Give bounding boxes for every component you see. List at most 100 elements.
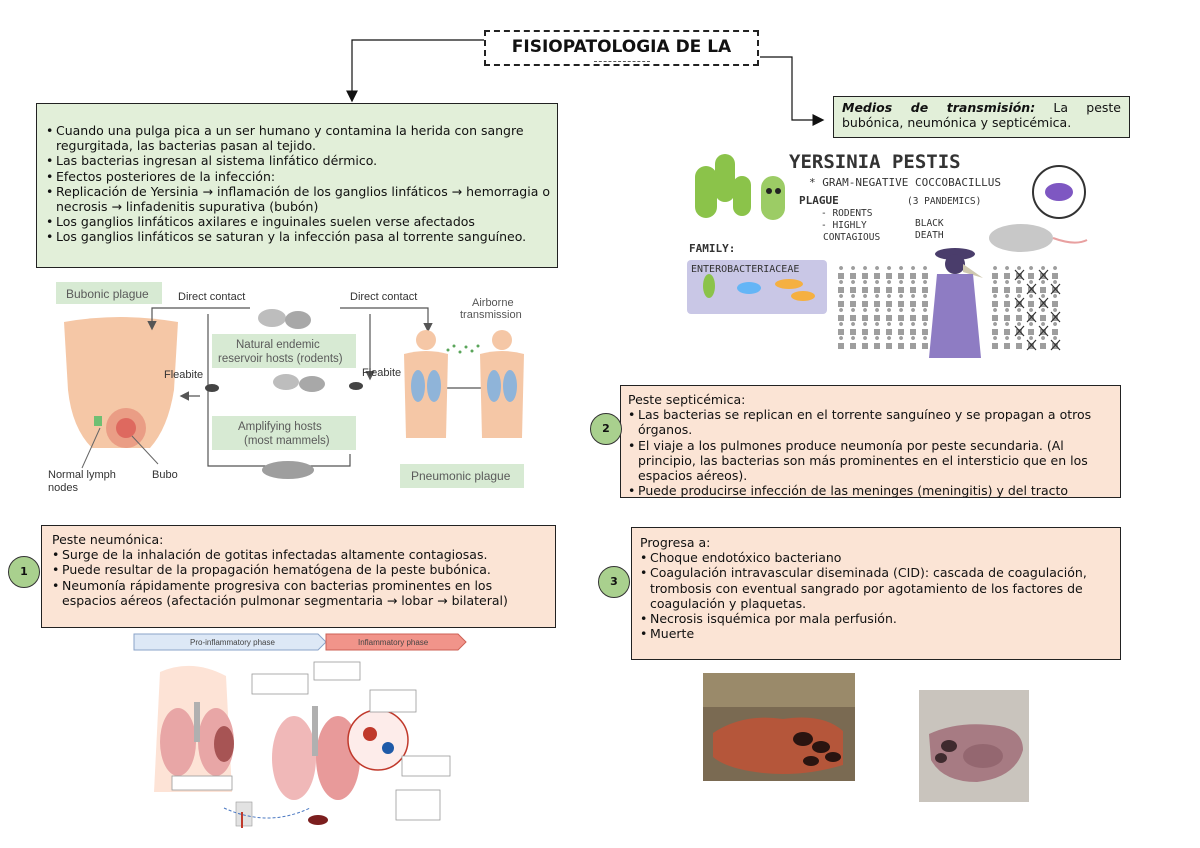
title-underline bbox=[594, 61, 650, 62]
list-item: Las bacterias se replican en el torrente… bbox=[628, 407, 1114, 437]
transmission-box: Medios de transmisión: La peste bubónica… bbox=[833, 96, 1130, 138]
person-figure bbox=[898, 280, 904, 293]
pneumonic-figures-illustration bbox=[404, 330, 524, 438]
person-figure bbox=[862, 308, 868, 321]
list-item: Muerte bbox=[640, 626, 1114, 641]
person-figure bbox=[886, 322, 892, 335]
list-item: Surge de la inhalación de gotitas infect… bbox=[52, 547, 549, 562]
lungs-illustration bbox=[154, 661, 451, 828]
rodents-illustration bbox=[258, 309, 325, 392]
list-item: Choque endotóxico bacteriano bbox=[640, 550, 1114, 565]
bubonic-plague-label: Bubonic plague bbox=[66, 287, 149, 301]
svg-text:reservoir hosts (rodents): reservoir hosts (rodents) bbox=[218, 353, 343, 365]
person-figure bbox=[922, 322, 928, 335]
person-figure bbox=[1004, 308, 1010, 321]
person-figure bbox=[886, 280, 892, 293]
person-figure bbox=[922, 266, 928, 279]
person-figure bbox=[898, 322, 904, 335]
person-figure bbox=[850, 294, 856, 307]
cross-mark bbox=[1026, 311, 1037, 323]
cross-mark bbox=[1050, 339, 1061, 351]
person-figure bbox=[838, 266, 844, 279]
cross-mark bbox=[1038, 297, 1049, 309]
person-figure bbox=[874, 280, 880, 293]
person-figure bbox=[850, 266, 856, 279]
reservoir-hosts-badge bbox=[212, 334, 356, 368]
lung-phases-diagram: Pro-inflammatory phase Inflammatory phas… bbox=[133, 633, 467, 828]
svg-text:DEATH: DEATH bbox=[915, 230, 944, 241]
list-item: Coagulación intravascular diseminada (CI… bbox=[640, 565, 1114, 611]
cross-mark bbox=[1026, 283, 1037, 295]
cross-mark bbox=[1014, 325, 1025, 337]
svg-text:FAMILY:: FAMILY: bbox=[689, 242, 735, 255]
cross-mark bbox=[1014, 297, 1025, 309]
person-figure bbox=[838, 322, 844, 335]
yersinia-illustration: YERSINIA PESTIS * GRAM-NEGATIVE COCCOBAC… bbox=[685, 146, 1133, 362]
person-figure bbox=[1004, 294, 1010, 307]
progression-header: Progresa a: bbox=[640, 535, 711, 550]
person-figure bbox=[874, 322, 880, 335]
person-figure bbox=[992, 294, 998, 307]
person-figure bbox=[838, 336, 844, 349]
svg-text:Direct contact: Direct contact bbox=[178, 291, 245, 303]
cross-mark bbox=[1050, 283, 1061, 295]
person-figure bbox=[992, 336, 998, 349]
person-figure bbox=[1028, 322, 1034, 335]
person-figure bbox=[910, 294, 916, 307]
person-figure bbox=[1004, 266, 1010, 279]
svg-text:Natural endemic: Natural endemic bbox=[236, 339, 320, 351]
svg-text:PLAGUE: PLAGUE bbox=[799, 194, 839, 207]
person-figure bbox=[898, 336, 904, 349]
person-figure bbox=[922, 336, 928, 349]
rat-illustration bbox=[989, 224, 1053, 252]
person-figure bbox=[992, 308, 998, 321]
svg-text:Normal lymph: Normal lymph bbox=[48, 469, 116, 481]
list-item: Neumonía rápidamente progresiva con bact… bbox=[52, 578, 549, 608]
person-figure bbox=[898, 294, 904, 307]
person-figure bbox=[838, 280, 844, 293]
person-figure bbox=[992, 280, 998, 293]
person-figure bbox=[874, 294, 880, 307]
person-figure bbox=[874, 308, 880, 321]
transmission-text: La peste bubónica, neumónica y septicémi… bbox=[842, 100, 1121, 131]
person-figure bbox=[862, 336, 868, 349]
list-item: Necrosis isquémica por mala perfusión. bbox=[640, 611, 1114, 626]
pneumonic-box: Peste neumónica: Surge de la inhalación … bbox=[41, 525, 556, 628]
person-figure bbox=[850, 308, 856, 321]
person-figure bbox=[910, 280, 916, 293]
person-figure bbox=[898, 308, 904, 321]
person-figure bbox=[910, 322, 916, 335]
person-figure bbox=[850, 322, 856, 335]
list-item: Las bacterias ingresan al sistema linfát… bbox=[46, 153, 551, 168]
person-figure bbox=[886, 336, 892, 349]
septicemic-header: Peste septicémica: bbox=[628, 392, 746, 407]
person-figure bbox=[850, 280, 856, 293]
person-figure bbox=[1052, 294, 1058, 307]
cross-mark bbox=[1038, 325, 1049, 337]
flea-icon bbox=[205, 384, 219, 392]
transmission-label: Medios de transmisión: bbox=[842, 100, 1036, 115]
people-grid-illustration bbox=[838, 266, 1061, 351]
svg-text:BLACK: BLACK bbox=[915, 218, 944, 229]
svg-text:Fleabite: Fleabite bbox=[362, 367, 401, 379]
list-item: Cuando una pulga pica a un ser humano y … bbox=[46, 123, 551, 153]
plague-doctor-illustration bbox=[929, 248, 983, 358]
person-figure bbox=[874, 266, 880, 279]
person-figure bbox=[1028, 294, 1034, 307]
svg-text:Inflammatory phase: Inflammatory phase bbox=[358, 638, 429, 647]
cross-mark bbox=[1026, 339, 1037, 351]
svg-text:Pro-inflammatory phase: Pro-inflammatory phase bbox=[190, 638, 275, 647]
person-figure bbox=[992, 266, 998, 279]
person-figure bbox=[922, 294, 928, 307]
person-figure bbox=[898, 266, 904, 279]
step-badge-3: 3 bbox=[598, 566, 630, 598]
person-figure bbox=[1004, 336, 1010, 349]
person-figure bbox=[1016, 336, 1022, 349]
svg-text:Fleabite: Fleabite bbox=[164, 369, 203, 381]
svg-text:- HIGHLY: - HIGHLY bbox=[821, 220, 867, 231]
bacteria-illustration bbox=[695, 154, 815, 301]
necrotic-hand-photo bbox=[703, 673, 855, 781]
person-figure bbox=[1052, 266, 1058, 279]
svg-text:ENTEROBACTERIACEAE: ENTEROBACTERIACEAE bbox=[691, 264, 799, 275]
bubonic-box: Cuando una pulga pica a un ser humano y … bbox=[36, 103, 558, 268]
